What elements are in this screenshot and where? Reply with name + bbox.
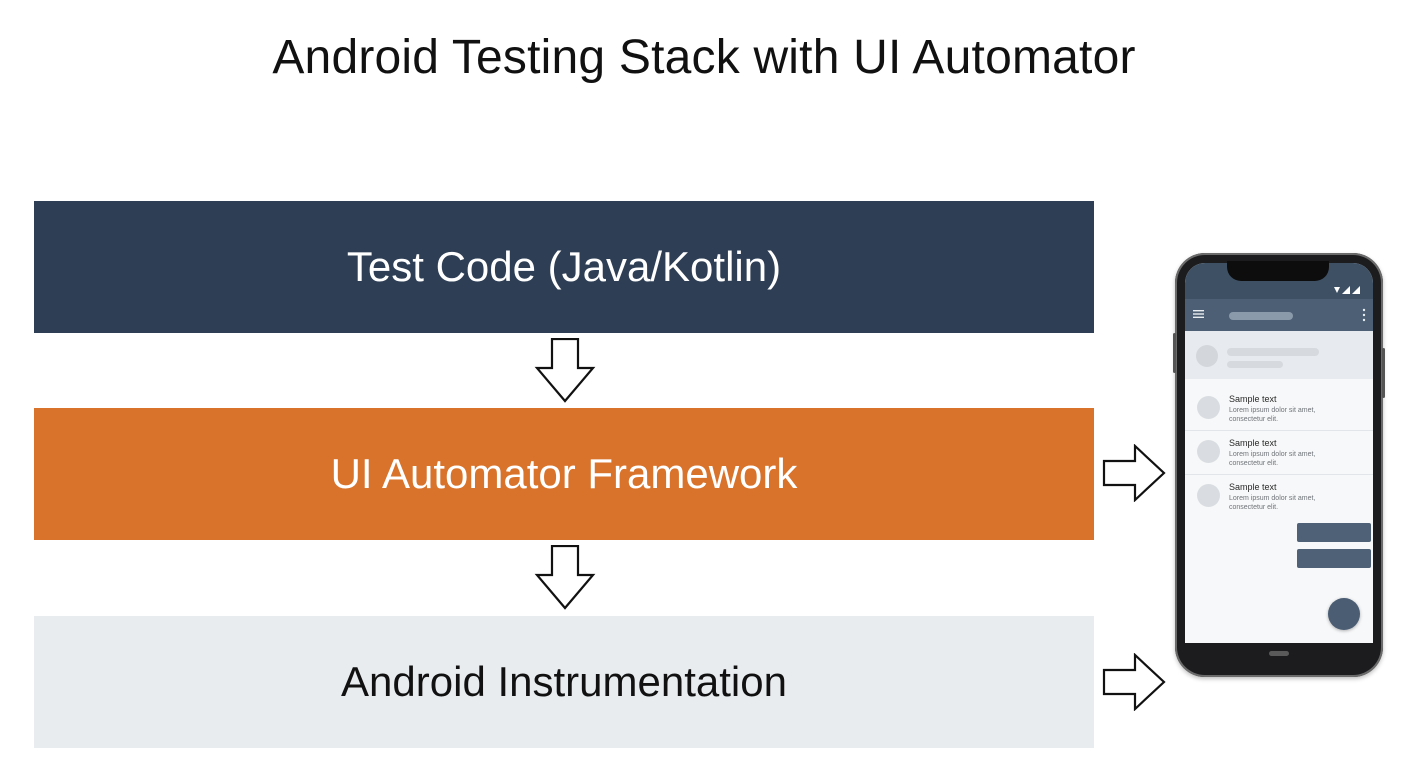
- volume-button: [1173, 333, 1176, 373]
- test-code-label: Test Code (Java/Kotlin): [346, 243, 782, 290]
- instrumentation-layer: Android Instrumentation: [34, 616, 1094, 748]
- down-arrow-icon: [534, 338, 596, 403]
- power-button: [1382, 348, 1385, 398]
- primary-action-button[interactable]: [1297, 523, 1371, 542]
- secondary-action-button[interactable]: [1297, 549, 1371, 568]
- avatar: [1197, 484, 1220, 507]
- list-item-title: Sample text: [1229, 482, 1277, 492]
- instrumentation-label: Android Instrumentation: [341, 658, 787, 705]
- right-arrow-icon: [1102, 444, 1166, 502]
- home-indicator[interactable]: [1269, 651, 1289, 656]
- phone-mockup: Sample text Lorem ipsum dolor sit amet, …: [1173, 253, 1385, 677]
- diagram-title: Android Testing Stack with UI Automator: [272, 31, 1136, 84]
- list-item[interactable]: Sample text Lorem ipsum dolor sit amet, …: [1185, 387, 1373, 431]
- avatar: [1196, 345, 1218, 367]
- menu-icon[interactable]: [1193, 309, 1205, 319]
- app-title-placeholder: [1229, 312, 1293, 320]
- floating-action-button[interactable]: [1328, 598, 1360, 630]
- header-placeholder-line: [1227, 361, 1283, 368]
- down-arrow-icon: [534, 545, 596, 610]
- phone-screen: Sample text Lorem ipsum dolor sit amet, …: [1185, 263, 1373, 643]
- test-code-layer: Test Code (Java/Kotlin): [34, 201, 1094, 333]
- avatar: [1197, 440, 1220, 463]
- ui-automator-layer: UI Automator Framework: [34, 408, 1094, 540]
- list-item-title: Sample text: [1229, 438, 1277, 448]
- list-item-body: Lorem ipsum dolor sit amet, consectetur …: [1229, 407, 1316, 423]
- list-item-body: Lorem ipsum dolor sit amet, consectetur …: [1229, 495, 1316, 511]
- list-item-title: Sample text: [1229, 394, 1277, 404]
- list-item[interactable]: Sample text Lorem ipsum dolor sit amet, …: [1185, 431, 1373, 475]
- profile-header: [1185, 331, 1373, 379]
- more-vert-icon[interactable]: [1362, 308, 1366, 322]
- avatar: [1197, 396, 1220, 419]
- camera-notch: [1227, 261, 1329, 281]
- list-item-body: Lorem ipsum dolor sit amet, consectetur …: [1229, 451, 1316, 467]
- signal-battery-icon: [1334, 286, 1360, 294]
- right-arrow-icon: [1102, 653, 1166, 711]
- ui-automator-label: UI Automator Framework: [330, 450, 798, 497]
- app-bar: [1185, 299, 1373, 331]
- list-item[interactable]: Sample text Lorem ipsum dolor sit amet, …: [1185, 475, 1373, 518]
- header-placeholder-line: [1227, 348, 1319, 356]
